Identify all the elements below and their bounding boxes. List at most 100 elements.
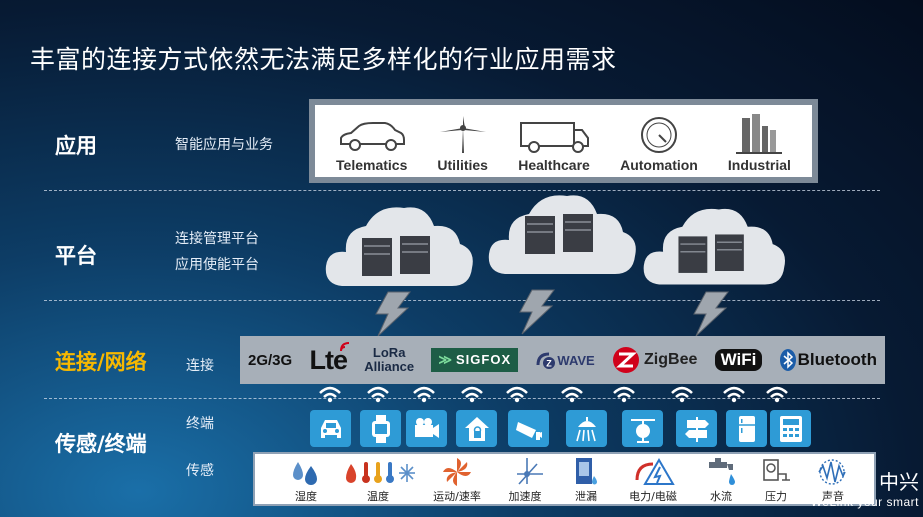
application-panel: Telematics Utilities Healthcare <box>309 99 818 183</box>
lightning-icon <box>693 291 729 337</box>
sensor-panel: 湿度 温度 运动/速率 加速度 泄漏 电力/电磁 水流 压力 声音 <box>253 452 876 506</box>
terminal-fridge-icon <box>726 410 767 447</box>
wireless-signal-icon <box>461 386 483 403</box>
wireless-signal-icon <box>766 386 788 403</box>
sigfox-text: SIGFOX <box>456 352 512 367</box>
lora-logo: LoRa Alliance <box>364 346 414 374</box>
wireless-signal-icon <box>506 386 528 403</box>
app-telematics: Telematics <box>336 120 407 173</box>
layer-network-sub: 连接 <box>186 358 214 374</box>
zwave-mark-icon: Z <box>536 352 556 369</box>
wireless-signal-icon <box>319 386 341 403</box>
wireless-signal-icon <box>367 386 389 403</box>
sigfox-logo: ≫SIGFOX <box>431 348 519 372</box>
layer-platform-name: 平台 <box>55 244 97 268</box>
terminal-watch-icon <box>360 410 401 447</box>
bluetooth-text: Bluetooth <box>797 350 877 369</box>
app-healthcare: Healthcare <box>518 120 590 173</box>
layer-app-name: 应用 <box>55 134 97 158</box>
app-label: Automation <box>620 157 698 173</box>
separator <box>44 300 880 301</box>
motion-icon <box>443 458 471 486</box>
brand-cn: 中兴 <box>879 470 919 494</box>
layer-app-sub: 智能应用与业务 <box>175 137 273 153</box>
terminal-smart-home-icon <box>456 410 497 447</box>
wireless-signal-icon <box>723 386 745 403</box>
cellular-label: 2G/3G <box>248 351 293 369</box>
sensor-label-leak: 泄漏 <box>575 490 597 503</box>
sensor-label-acceleration: 加速度 <box>508 490 542 503</box>
ambulance-icon <box>520 122 590 153</box>
separator <box>44 190 880 191</box>
zigbee-logo: ZigBee <box>612 346 697 374</box>
sigfox-mark-icon: ≫ <box>438 352 453 367</box>
sensor-label-temperature: 温度 <box>367 490 389 503</box>
wireless-signal-icon <box>561 386 583 403</box>
terminal-car-icon <box>310 410 351 447</box>
zwave-logo: Z WAVE <box>535 351 595 369</box>
layer-sensor-sub: 传感 <box>186 463 214 479</box>
bluetooth-icon <box>779 349 796 371</box>
wireless-signal-icon <box>613 386 635 403</box>
wireless-signal-icon <box>671 386 693 403</box>
gauge-icon <box>640 117 677 153</box>
sound-icon <box>818 459 846 485</box>
lora-bottom-text: Alliance <box>364 359 415 374</box>
signal-icon <box>339 341 350 351</box>
bluetooth-logo: Bluetooth <box>779 349 877 371</box>
terminal-signpost-icon <box>676 410 717 447</box>
sensor-label-water-flow: 水流 <box>710 490 732 503</box>
terminal-shower-icon <box>566 410 607 447</box>
sensor-label-electric: 电力/电磁 <box>629 490 677 503</box>
terminal-drone-icon <box>622 410 663 447</box>
layer-terminal-name: 传感/终端 <box>55 432 147 456</box>
cloud-platform-icon <box>643 208 785 285</box>
app-automation: Automation <box>620 116 698 173</box>
app-utilities: Utilities <box>437 116 488 173</box>
acceleration-icon <box>517 458 543 485</box>
water-flow-icon <box>709 458 735 485</box>
zigbee-text: ZigBee <box>644 351 698 368</box>
app-label: Telematics <box>336 157 408 173</box>
pressure-icon <box>763 459 790 481</box>
app-label: Industrial <box>727 157 791 173</box>
svg-text:Z: Z <box>547 359 553 369</box>
brand-slogan: WeLink your smart <box>810 495 919 509</box>
terminal-cctv-icon <box>508 410 549 447</box>
car-icon <box>339 122 405 151</box>
cloud-platform-icon <box>488 195 636 274</box>
layer-platform-sub2: 应用使能平台 <box>175 257 259 273</box>
brand-logo: 中兴 WeLink your smart <box>811 466 919 509</box>
wind-turbine-icon <box>439 116 486 153</box>
leak-icon <box>576 458 597 485</box>
lora-top-text: LoRa <box>372 345 406 360</box>
app-industrial: Industrial <box>728 114 791 173</box>
lightning-icon <box>375 291 411 337</box>
lightning-icon <box>519 289 555 335</box>
terminal-camera-icon <box>406 410 447 447</box>
lte-logo: Lte <box>309 341 350 376</box>
connection-bar: 2G/3G Lte LoRa Alliance ≫SIGFOX Z WAVE <box>240 336 885 384</box>
temperature-icon <box>346 462 415 483</box>
factory-icon <box>736 114 783 154</box>
zigbee-mark-icon <box>613 347 640 373</box>
wifi-logo: WiFi <box>714 349 763 371</box>
zwave-text: WAVE <box>557 352 595 368</box>
terminal-calculator-icon <box>770 410 811 447</box>
layer-platform-sub1: 连接管理平台 <box>175 231 259 247</box>
page-title: 丰富的连接方式依然无法满足多样化的行业应用需求 <box>30 45 617 74</box>
sensor-label-sound: 声音 <box>822 490 844 503</box>
app-label: Healthcare <box>518 157 590 173</box>
humidity-icon <box>293 462 317 485</box>
electric-icon <box>635 458 675 485</box>
sensor-label-motion: 运动/速率 <box>433 490 481 503</box>
cloud-platform-icon <box>325 207 473 286</box>
wireless-signal-icon <box>413 386 435 403</box>
sensor-label-pressure: 压力 <box>765 490 787 503</box>
layer-network-name: 连接/网络 <box>55 350 147 374</box>
layer-terminal-sub: 终端 <box>186 416 214 432</box>
app-label: Utilities <box>437 157 488 173</box>
separator <box>44 398 880 399</box>
sensor-label-humidity: 湿度 <box>295 490 317 503</box>
